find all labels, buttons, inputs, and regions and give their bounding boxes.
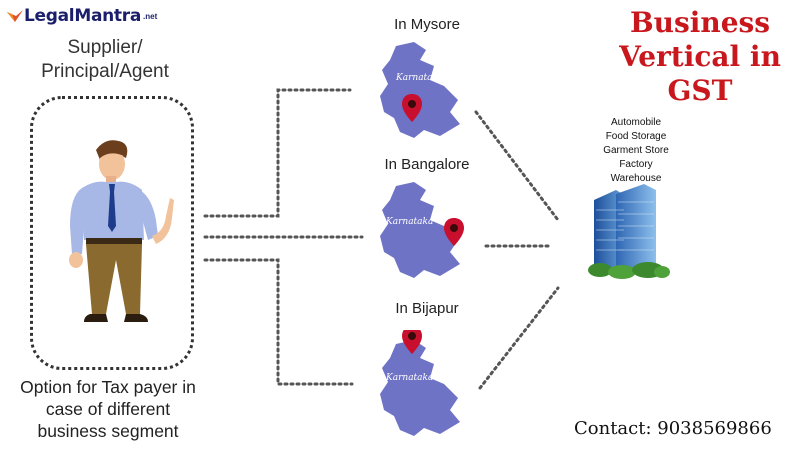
contact-info: Contact: 9038569866 xyxy=(574,418,772,439)
connector-mysore-to-building xyxy=(474,110,560,222)
map-state-label: Karnataka xyxy=(385,373,433,383)
title-line: Vertical in xyxy=(619,40,781,73)
legalmantra-logo: LegalMantra .net xyxy=(6,4,157,28)
map-pin-icon xyxy=(444,218,464,246)
vertical-item: Automobile xyxy=(610,117,662,128)
businessman-illustration xyxy=(69,140,174,322)
logo-suffix: .net xyxy=(143,11,158,21)
karnataka-map-bangalore: Karnataka xyxy=(380,182,464,278)
location-label-bijapur: In Bijapur xyxy=(395,300,459,317)
connector-to-mysore xyxy=(203,88,352,218)
office-building-icon xyxy=(588,184,670,279)
vertical-item: Factory xyxy=(619,159,653,170)
logo-text: LegalMantra xyxy=(24,6,142,26)
logo-bird-icon xyxy=(7,10,23,22)
supplier-label-line: Principal/Agent xyxy=(41,61,169,82)
karnataka-map-mysore: Karnataka xyxy=(380,42,460,138)
supplier-label-line: Supplier/ xyxy=(67,37,143,58)
vertical-item: Garment Store xyxy=(603,145,669,156)
option-text-line: business segment xyxy=(37,421,179,441)
location-label-bangalore: In Bangalore xyxy=(384,156,470,173)
business-verticals-list: Automobile Food Storage Garment Store Fa… xyxy=(578,116,694,186)
karnataka-map-bijapur: Karnataka xyxy=(380,330,460,436)
option-text: Option for Tax payer in case of differen… xyxy=(4,376,212,442)
vertical-item: Warehouse xyxy=(610,173,662,184)
connector-bijapur-to-building xyxy=(478,286,560,390)
map-state-label: Karnataka xyxy=(395,73,443,83)
map-pin-icon xyxy=(402,330,422,354)
option-text-line: Option for Tax payer in xyxy=(20,377,196,397)
title-line: GST xyxy=(667,74,733,107)
page-title: Business Vertical in GST xyxy=(600,6,800,108)
option-text-line: case of different xyxy=(45,399,171,419)
map-pin-icon xyxy=(402,94,422,122)
person-frame xyxy=(30,96,194,370)
vertical-item: Food Storage xyxy=(605,131,667,142)
location-label-mysore: In Mysore xyxy=(394,16,460,33)
map-state-label: Karnataka xyxy=(385,217,433,227)
connector-to-bijapur xyxy=(203,258,354,386)
supplier-label: Supplier/ Principal/Agent xyxy=(30,36,180,84)
title-line: Business xyxy=(629,6,771,39)
